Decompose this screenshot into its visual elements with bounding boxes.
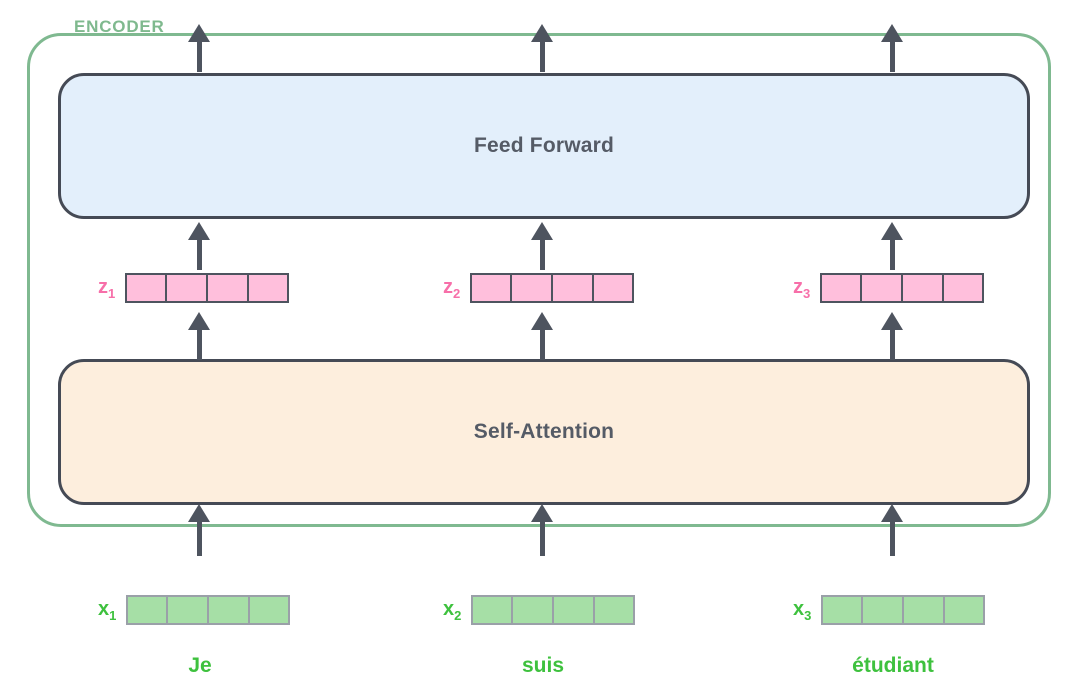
x-to-selfattention-arrow-1	[188, 504, 210, 556]
vector-cell	[208, 595, 250, 625]
vector-cell	[207, 273, 249, 303]
arrow-stem	[197, 233, 202, 270]
vector-cell	[512, 595, 554, 625]
output-arrow-2	[531, 24, 553, 72]
vector-cell	[126, 595, 168, 625]
vector-cell	[167, 595, 209, 625]
arrow-head	[881, 222, 903, 240]
vector-cell	[553, 595, 595, 625]
arrow-head	[188, 312, 210, 330]
arrow-head	[881, 312, 903, 330]
vector-cell	[511, 273, 553, 303]
selfattention-to-z-arrow-1	[188, 312, 210, 360]
arrow-head	[531, 312, 553, 330]
feed-forward-label: Feed Forward	[473, 134, 615, 157]
vector-cell	[943, 273, 985, 303]
vector-cell	[862, 595, 904, 625]
vector-cell	[820, 273, 862, 303]
self-attention-label: Self-Attention	[473, 420, 615, 443]
z-to-feedforward-arrow-3	[881, 222, 903, 270]
x-vector-2-label: x2	[443, 597, 462, 623]
vector-cell	[125, 273, 167, 303]
token-word-2: suis	[521, 654, 565, 677]
vector-cell	[944, 595, 986, 625]
x-vector-3: x3	[793, 595, 986, 625]
x-vector-1: x1	[98, 595, 291, 625]
vector-cell	[821, 595, 863, 625]
arrow-head	[881, 24, 903, 42]
selfattention-to-z-arrow-3	[881, 312, 903, 360]
z-vector-1: z1	[98, 273, 290, 303]
z-vector-3-cells	[820, 273, 985, 303]
vector-cell	[593, 273, 635, 303]
arrow-stem	[540, 323, 545, 360]
output-arrow-3	[881, 24, 903, 72]
z-to-feedforward-arrow-2	[531, 222, 553, 270]
z-vector-2-cells	[470, 273, 635, 303]
z-vector-2-label: z2	[443, 275, 461, 301]
arrow-stem	[890, 323, 895, 360]
arrow-stem	[540, 515, 545, 556]
arrow-stem	[890, 515, 895, 556]
arrow-stem	[890, 233, 895, 270]
z-vector-2: z2	[443, 273, 635, 303]
z-to-feedforward-arrow-1	[188, 222, 210, 270]
arrow-head	[531, 504, 553, 522]
vector-cell	[861, 273, 903, 303]
encoder-title-label: ENCODER	[74, 17, 165, 36]
arrow-head	[881, 504, 903, 522]
arrow-head	[531, 222, 553, 240]
selfattention-to-z-arrow-2	[531, 312, 553, 360]
vector-cell	[470, 273, 512, 303]
z-vector-1-cells	[125, 273, 290, 303]
arrow-stem	[540, 35, 545, 72]
z-vector-3-label: z3	[793, 275, 811, 301]
arrow-head	[188, 222, 210, 240]
arrow-head	[188, 504, 210, 522]
x-vector-3-label: x3	[793, 597, 812, 623]
output-arrow-1	[188, 24, 210, 72]
x-vector-1-label: x1	[98, 597, 117, 623]
vector-cell	[552, 273, 594, 303]
arrow-head	[531, 24, 553, 42]
x-to-selfattention-arrow-2	[531, 504, 553, 556]
arrow-stem	[197, 35, 202, 72]
arrow-stem	[890, 35, 895, 72]
arrow-stem	[197, 515, 202, 556]
x-vector-2: x2	[443, 595, 636, 625]
z-vector-3: z3	[793, 273, 985, 303]
vector-cell	[594, 595, 636, 625]
token-word-3: étudiant	[852, 654, 934, 677]
self-attention-block: Self-Attention	[58, 359, 1030, 505]
vector-cell	[249, 595, 291, 625]
x-vector-3-cells	[821, 595, 986, 625]
vector-cell	[166, 273, 208, 303]
arrow-stem	[197, 323, 202, 360]
x-vector-2-cells	[471, 595, 636, 625]
vector-cell	[248, 273, 290, 303]
x-to-selfattention-arrow-3	[881, 504, 903, 556]
vector-cell	[902, 273, 944, 303]
z-vector-1-label: z1	[98, 275, 116, 301]
x-vector-1-cells	[126, 595, 291, 625]
vector-cell	[903, 595, 945, 625]
token-word-1: Je	[188, 654, 212, 677]
feed-forward-block: Feed Forward	[58, 73, 1030, 219]
vector-cell	[471, 595, 513, 625]
arrow-stem	[540, 233, 545, 270]
arrow-head	[188, 24, 210, 42]
